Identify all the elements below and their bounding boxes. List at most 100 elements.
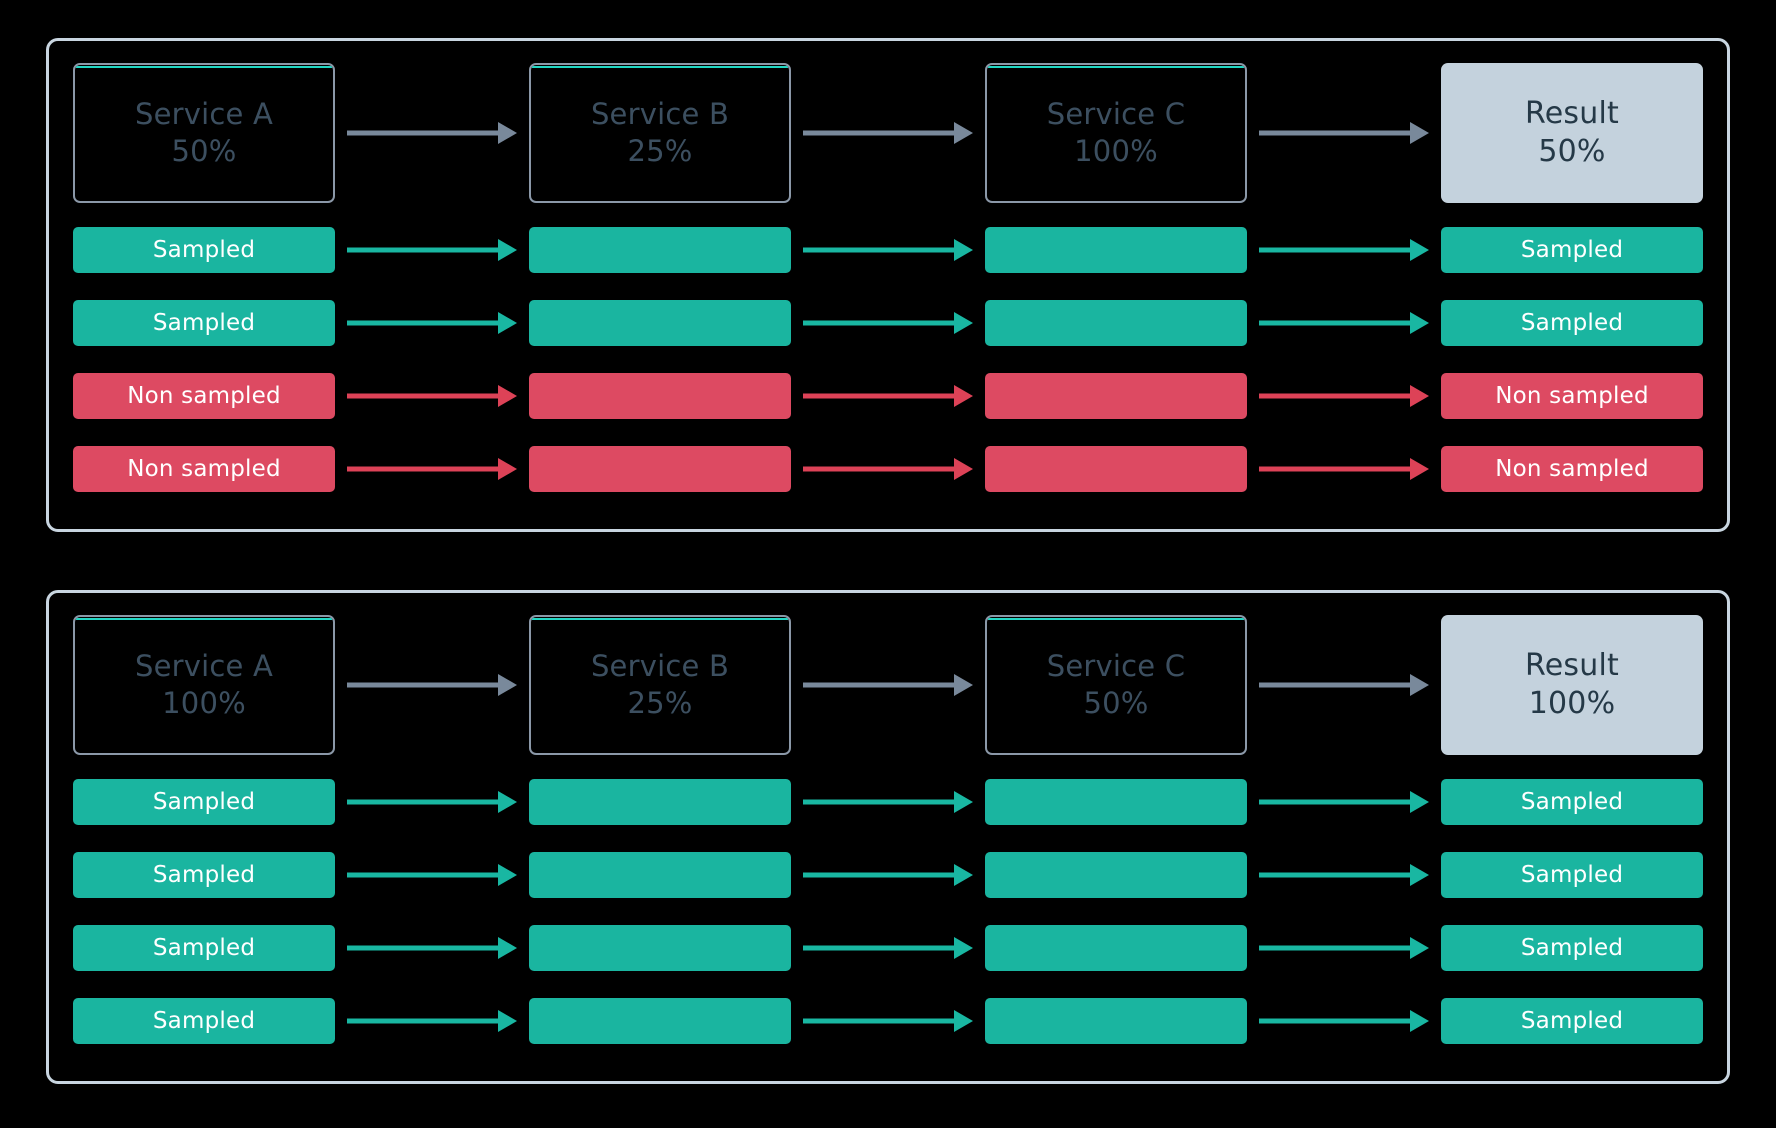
trace-arrow-0-cell xyxy=(335,373,529,419)
trace-bar-start[interactable]: Sampled xyxy=(73,851,335,898)
trace-bar-mid[interactable] xyxy=(985,299,1247,346)
trace-bar-end[interactable]: Non sampled xyxy=(1441,372,1703,419)
trace-arrow-1 xyxy=(803,936,973,959)
trace-segment-cell-2 xyxy=(985,372,1247,419)
trace-arrow-1 xyxy=(803,238,973,261)
service-percent: 100% xyxy=(1074,134,1158,168)
trace-segment-cell-2 xyxy=(985,997,1247,1044)
trace-bar-start[interactable]: Sampled xyxy=(73,299,335,346)
trace-bar-end[interactable]: Sampled xyxy=(1441,924,1703,971)
trace-bar-mid[interactable] xyxy=(985,226,1247,273)
service-name: Service B xyxy=(590,648,730,683)
trace-arrow-0-shaft xyxy=(347,393,500,398)
trace-bar-end[interactable]: Non sampled xyxy=(1441,445,1703,492)
trace-arrow-2 xyxy=(1259,311,1429,334)
trace-bar-mid[interactable] xyxy=(529,997,791,1044)
trace-arrow-1-shaft xyxy=(803,945,956,950)
trace-bar-end[interactable]: Sampled xyxy=(1441,299,1703,346)
trace-bar-start[interactable]: Sampled xyxy=(73,778,335,825)
result-label: Result xyxy=(1525,647,1619,683)
trace-segment-cell-end: Sampled xyxy=(1441,851,1703,898)
trace-bar-mid[interactable] xyxy=(529,445,791,492)
trace-bar-mid[interactable] xyxy=(985,778,1247,825)
trace-bar-mid[interactable] xyxy=(985,372,1247,419)
service-arrow-1 xyxy=(803,674,973,696)
trace-row: Non sampled Non sampled xyxy=(73,372,1703,419)
trace-segment-cell-1 xyxy=(529,445,791,492)
trace-bar-mid[interactable] xyxy=(529,299,791,346)
trace-bar-mid[interactable] xyxy=(529,924,791,971)
trace-arrow-2 xyxy=(1259,457,1429,480)
service-arrow-1-head xyxy=(954,674,973,696)
service-name: Service A xyxy=(134,96,274,131)
trace-segment-cell-1 xyxy=(529,372,791,419)
trace-bar-mid[interactable] xyxy=(529,372,791,419)
trace-arrow-1-head xyxy=(954,790,973,813)
trace-bar-start[interactable]: Sampled xyxy=(73,924,335,971)
trace-arrow-2-cell xyxy=(1247,779,1441,825)
trace-bar-end[interactable]: Sampled xyxy=(1441,851,1703,898)
trace-arrow-2-head xyxy=(1410,936,1429,959)
service-arrow-2-cell xyxy=(1247,615,1441,755)
trace-arrow-1 xyxy=(803,457,973,480)
result-label: Result xyxy=(1525,95,1619,131)
trace-bar-mid[interactable] xyxy=(529,851,791,898)
trace-bar-mid[interactable] xyxy=(985,924,1247,971)
trace-arrow-1-shaft xyxy=(803,872,956,877)
result-percent: 50% xyxy=(1538,134,1606,169)
service-percent: 100% xyxy=(162,686,246,720)
trace-arrow-0-shaft xyxy=(347,872,500,877)
result-percent: 100% xyxy=(1528,686,1616,721)
trace-segment-cell-0: Sampled xyxy=(73,851,335,898)
trace-arrow-0-head xyxy=(498,384,517,407)
trace-segment-cell-2 xyxy=(985,851,1247,898)
trace-arrow-2-shaft xyxy=(1259,945,1412,950)
trace-arrow-0-cell xyxy=(335,925,529,971)
trace-arrow-2-shaft xyxy=(1259,393,1412,398)
trace-bar-end[interactable]: Sampled xyxy=(1441,226,1703,273)
trace-bar-start[interactable]: Sampled xyxy=(73,226,335,273)
trace-arrow-0-head xyxy=(498,238,517,261)
trace-segment-cell-end: Non sampled xyxy=(1441,445,1703,492)
trace-bar-mid[interactable] xyxy=(985,445,1247,492)
trace-arrow-2-shaft xyxy=(1259,799,1412,804)
trace-arrow-0-shaft xyxy=(347,945,500,950)
trace-arrow-2-cell xyxy=(1247,998,1441,1044)
trace-arrow-2-head xyxy=(1410,863,1429,886)
service-name: Service C xyxy=(1046,648,1186,683)
trace-bar-end[interactable]: Sampled xyxy=(1441,997,1703,1044)
trace-arrow-2-head xyxy=(1410,238,1429,261)
trace-arrow-2-shaft xyxy=(1259,320,1412,325)
trace-arrow-0 xyxy=(347,1009,517,1032)
trace-arrow-0-cell xyxy=(335,446,529,492)
trace-arrow-2 xyxy=(1259,790,1429,813)
trace-bar-mid[interactable] xyxy=(985,851,1247,898)
trace-arrow-2-head xyxy=(1410,311,1429,334)
trace-bar-mid[interactable] xyxy=(529,226,791,273)
trace-bar-end[interactable]: Sampled xyxy=(1441,778,1703,825)
trace-segment-cell-2 xyxy=(985,226,1247,273)
trace-bar-mid[interactable] xyxy=(529,778,791,825)
trace-arrow-0-cell xyxy=(335,852,529,898)
trace-bar-start[interactable]: Sampled xyxy=(73,997,335,1044)
trace-arrow-1-head xyxy=(954,936,973,959)
trace-bar-start[interactable]: Non sampled xyxy=(73,372,335,419)
trace-bar-mid[interactable] xyxy=(985,997,1247,1044)
service-arrow-1 xyxy=(803,122,973,144)
trace-bar-start[interactable]: Non sampled xyxy=(73,445,335,492)
trace-arrow-2-shaft xyxy=(1259,872,1412,877)
trace-arrow-0-cell xyxy=(335,300,529,346)
trace-segment-cell-end: Non sampled xyxy=(1441,372,1703,419)
